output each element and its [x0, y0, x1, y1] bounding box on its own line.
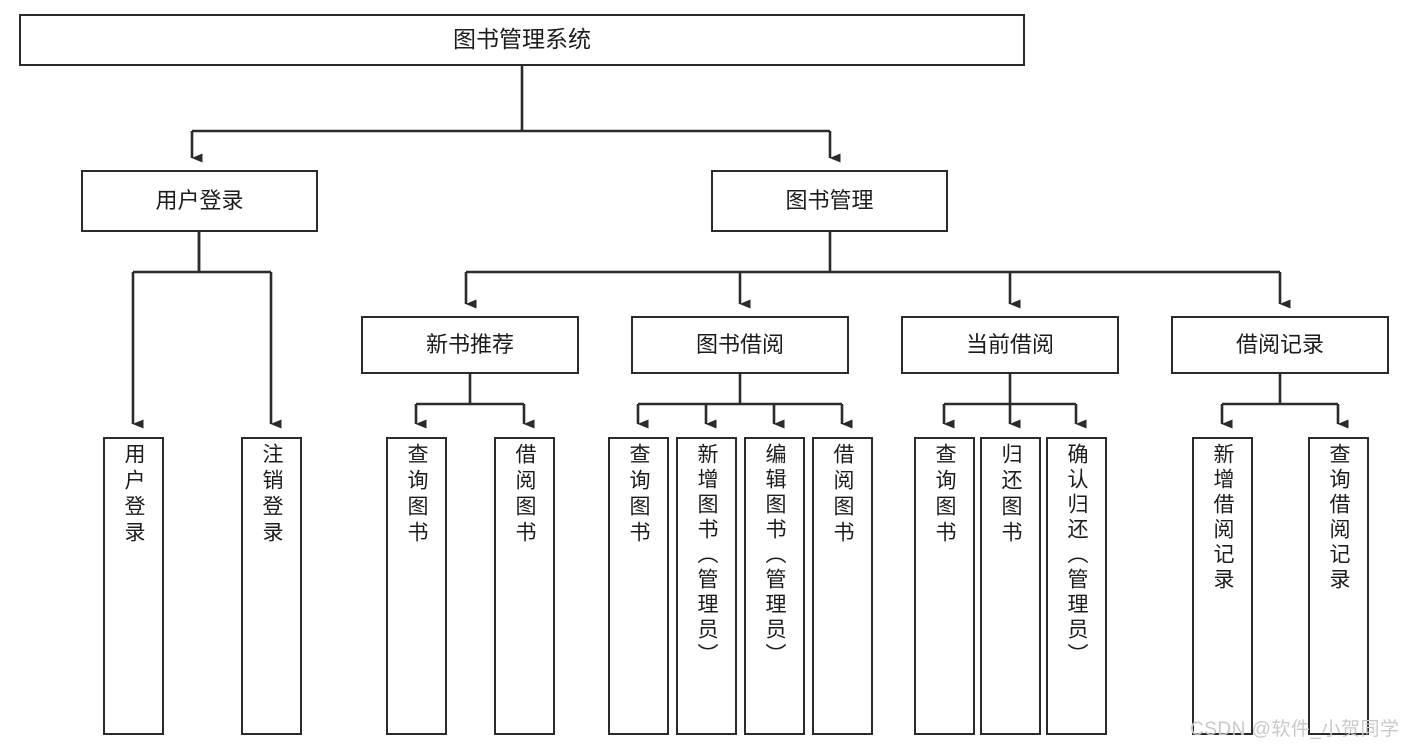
node-label: 用户登录: [122, 443, 145, 547]
node-book-management[interactable]: 图书管理: [711, 170, 948, 232]
leaf-user-login-signin[interactable]: 用户登录: [103, 437, 164, 735]
node-label: 借阅图书: [831, 443, 854, 547]
node-label: 编辑图书（管理员）: [763, 443, 786, 668]
node-label: 新增图书（管理员）: [695, 443, 718, 668]
leaf-current-return-book[interactable]: 归还图书: [980, 437, 1041, 735]
node-label: 查询图书: [405, 443, 428, 547]
leaf-record-add-record[interactable]: 新增借阅记录: [1192, 437, 1253, 735]
node-book-borrow[interactable]: 图书借阅: [631, 316, 849, 374]
node-label: 借阅图书: [513, 443, 536, 547]
leaf-recommend-query-book[interactable]: 查询图书: [386, 437, 447, 735]
leaf-recommend-borrow-book[interactable]: 借阅图书: [494, 437, 555, 735]
node-label: 查询图书: [627, 443, 650, 547]
leaf-current-query-book[interactable]: 查询图书: [914, 437, 975, 735]
leaf-user-login-signout[interactable]: 注销登录: [241, 437, 302, 735]
leaf-record-query-record[interactable]: 查询借阅记录: [1308, 437, 1369, 735]
node-label: 新书推荐: [425, 331, 514, 357]
node-label: 用户登录: [155, 187, 244, 213]
leaf-current-confirm-return-admin[interactable]: 确认归还（管理员）: [1046, 437, 1107, 735]
node-label: 图书管理: [785, 187, 874, 213]
connector-group: [131, 66, 1349, 429]
node-label: 查询借阅记录: [1327, 443, 1350, 593]
node-label: 图书管理系统: [453, 26, 591, 53]
node-label: 当前借阅: [965, 331, 1054, 357]
node-label: 借阅记录: [1235, 331, 1324, 357]
node-label: 新增借阅记录: [1211, 443, 1234, 593]
leaf-borrow-add-book-admin[interactable]: 新增图书（管理员）: [676, 437, 737, 735]
node-label: 图书借阅: [695, 331, 784, 357]
leaf-borrow-query-book[interactable]: 查询图书: [608, 437, 669, 735]
node-root-system[interactable]: 图书管理系统: [19, 14, 1025, 66]
node-borrow-record[interactable]: 借阅记录: [1171, 316, 1389, 374]
node-label: 注销登录: [260, 443, 283, 547]
leaf-borrow-borrow-book[interactable]: 借阅图书: [812, 437, 873, 735]
node-label: 查询图书: [933, 443, 956, 547]
node-label: 归还图书: [999, 443, 1022, 547]
node-new-book-recommend[interactable]: 新书推荐: [361, 316, 579, 374]
leaf-borrow-edit-book-admin[interactable]: 编辑图书（管理员）: [744, 437, 805, 735]
node-user-login[interactable]: 用户登录: [81, 170, 318, 232]
node-current-borrow[interactable]: 当前借阅: [901, 316, 1119, 374]
node-label: 确认归还（管理员）: [1065, 443, 1088, 668]
